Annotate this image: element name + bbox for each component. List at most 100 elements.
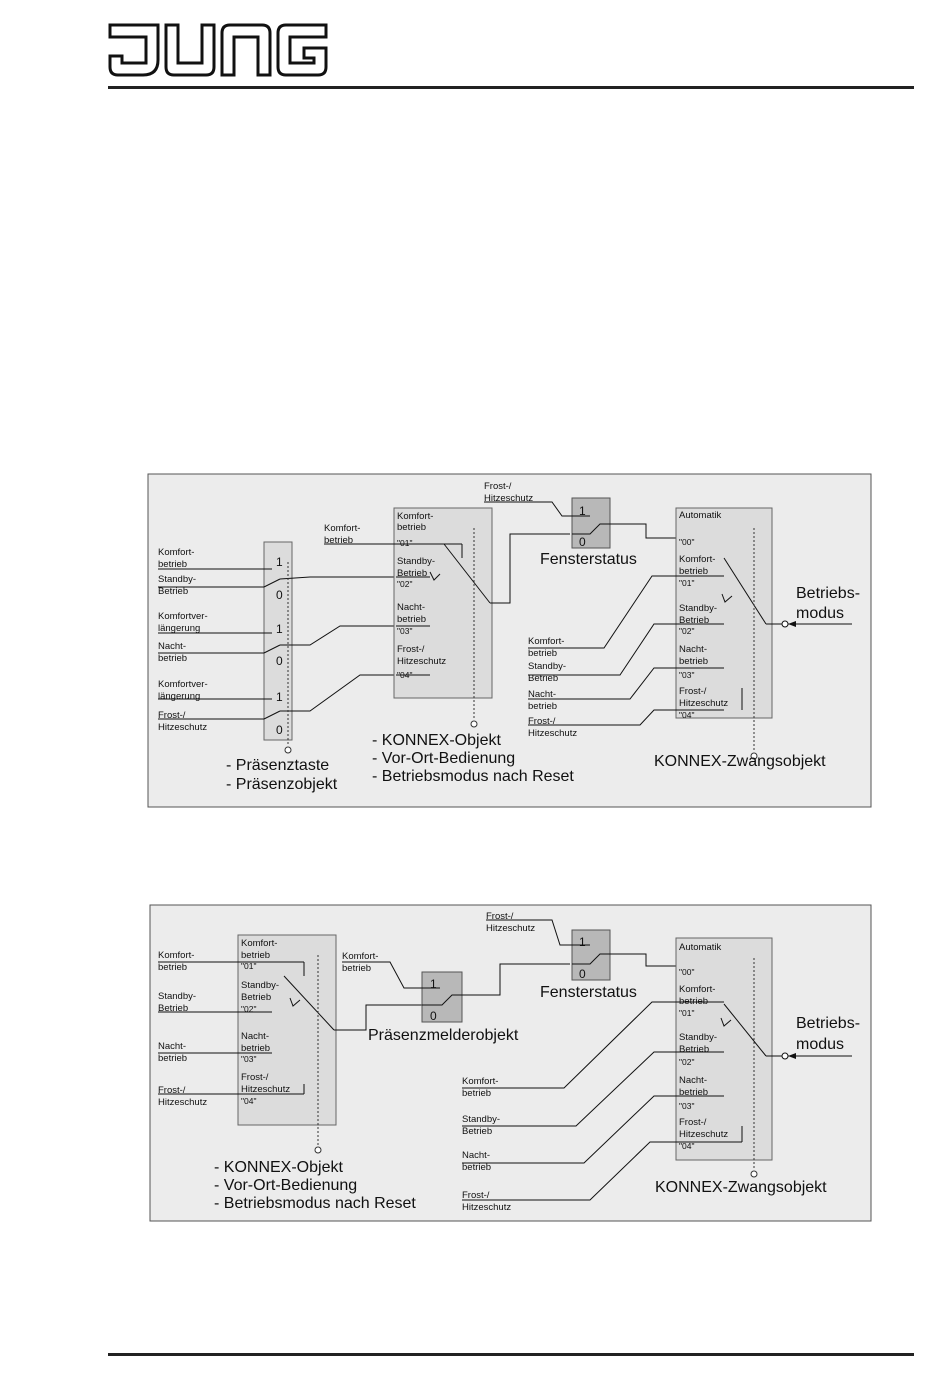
konnex-mode-label: betrieb bbox=[397, 522, 426, 533]
switch-value: 0 bbox=[276, 588, 283, 602]
forced-input-label: betrieb bbox=[462, 1088, 491, 1099]
konnex-caption: - Betriebsmodus nach Reset bbox=[214, 1195, 416, 1212]
forced-input-label: Komfort- bbox=[528, 636, 564, 647]
forced-mode-label: Betrieb bbox=[679, 615, 709, 626]
forced-input-label: Betrieb bbox=[462, 1126, 492, 1137]
forced-mode-label: Betrieb bbox=[679, 1044, 709, 1055]
presence-input-label: Hitzeschutz bbox=[158, 722, 207, 733]
forced-mode-code: "02" bbox=[679, 626, 695, 636]
konnex-mode-code: "02" bbox=[241, 1004, 257, 1014]
presence-value: 1 bbox=[430, 977, 437, 991]
forced-mode-label: betrieb bbox=[679, 656, 708, 667]
output-label: Betriebs- bbox=[796, 585, 860, 602]
window-input-label: Frost-/ bbox=[486, 911, 514, 922]
forced-mode-label: Standby- bbox=[679, 603, 717, 614]
forced-input-label: Betrieb bbox=[528, 673, 558, 684]
presence-button-box bbox=[263, 541, 293, 741]
switch-value: 1 bbox=[276, 690, 283, 704]
presence-input-label: Komfort- bbox=[158, 547, 194, 558]
presence-caption: - Präsenzobjekt bbox=[226, 776, 338, 793]
forced-input-label: betrieb bbox=[528, 701, 557, 712]
window-caption: Fensterstatus bbox=[540, 551, 637, 568]
switch-value: 0 bbox=[276, 654, 283, 668]
forced-mode-label: Frost-/ bbox=[679, 686, 707, 697]
forced-mode-label: betrieb bbox=[679, 1087, 708, 1098]
konnex-input-label: Komfort- bbox=[158, 950, 194, 961]
konnex-input-label: betrieb bbox=[324, 535, 353, 546]
konnex-input-label: betrieb bbox=[158, 962, 187, 973]
switch-value: 0 bbox=[276, 723, 283, 737]
presence-input-label: Komfort- bbox=[342, 951, 378, 962]
window-input-label: Frost-/ bbox=[484, 481, 512, 492]
operating-mode-diagram-1: Komfort- betrieb Standby- Betrieb Komfor… bbox=[147, 473, 872, 808]
konnex-mode-code: "01" bbox=[397, 538, 413, 548]
presence-detector-box bbox=[421, 971, 463, 1023]
konnex-mode-code: "03" bbox=[397, 626, 413, 636]
jung-logo bbox=[108, 23, 328, 77]
forced-mode-code: "00" bbox=[679, 537, 695, 547]
konnex-input-label: Nacht- bbox=[158, 1041, 186, 1052]
forced-input-label: Nacht- bbox=[528, 689, 556, 700]
presence-input-label: betrieb bbox=[342, 963, 371, 974]
konnex-mode-label: Nacht- bbox=[241, 1031, 269, 1042]
konnex-mode-label: betrieb bbox=[397, 614, 426, 625]
forced-mode-code: "01" bbox=[679, 578, 695, 588]
konnex-mode-code: "01" bbox=[241, 961, 257, 971]
forced-mode-code: "01" bbox=[679, 1008, 695, 1018]
konnex-caption: - Betriebsmodus nach Reset bbox=[372, 768, 574, 785]
forced-mode-label: Nacht- bbox=[679, 1075, 707, 1086]
window-value: 1 bbox=[579, 504, 586, 518]
konnex-input-label: Betrieb bbox=[158, 1003, 188, 1014]
konnex-mode-code: "02" bbox=[397, 579, 413, 589]
forced-mode-label: betrieb bbox=[679, 996, 708, 1007]
operating-mode-diagram-2: Komfort- betrieb Standby- Betrieb Nacht-… bbox=[149, 904, 872, 1222]
window-value: 0 bbox=[579, 967, 586, 981]
forced-input-label: Hitzeschutz bbox=[528, 728, 577, 739]
forced-caption: KONNEX-Zwangsobjekt bbox=[654, 753, 826, 770]
forced-mode-label: Hitzeschutz bbox=[679, 1129, 728, 1140]
window-value: 0 bbox=[579, 535, 586, 549]
presence-input-label: betrieb bbox=[158, 653, 187, 664]
forced-input-label: Hitzeschutz bbox=[462, 1202, 511, 1213]
presence-input-label: Standby- bbox=[158, 574, 196, 585]
switch-value: 1 bbox=[276, 622, 283, 636]
window-input-label: Hitzeschutz bbox=[486, 923, 535, 934]
konnex-forced-object-box bbox=[675, 937, 773, 1161]
presence-input-label: Betrieb bbox=[158, 586, 188, 597]
forced-mode-code: "03" bbox=[679, 670, 695, 680]
forced-mode-label: Automatik bbox=[679, 510, 721, 521]
konnex-mode-label: Betrieb bbox=[397, 568, 427, 579]
forced-mode-code: "04" bbox=[679, 710, 695, 720]
konnex-mode-label: Standby- bbox=[397, 556, 435, 567]
forced-mode-label: Standby- bbox=[679, 1032, 717, 1043]
konnex-input-label: betrieb bbox=[158, 1053, 187, 1064]
forced-mode-label: betrieb bbox=[679, 566, 708, 577]
konnex-mode-label: Komfort- bbox=[241, 938, 277, 949]
forced-input-label: Komfort- bbox=[462, 1076, 498, 1087]
forced-input-label: betrieb bbox=[462, 1162, 491, 1173]
konnex-caption: - KONNEX-Objekt bbox=[214, 1159, 343, 1176]
forced-mode-label: Hitzeschutz bbox=[679, 698, 728, 709]
konnex-mode-code: "04" bbox=[241, 1096, 257, 1106]
forced-input-label: Standby- bbox=[462, 1114, 500, 1125]
konnex-input-label: Standby- bbox=[158, 991, 196, 1002]
konnex-input-label: Hitzeschutz bbox=[158, 1097, 207, 1108]
forced-mode-code: "04" bbox=[679, 1141, 695, 1151]
forced-mode-label: Automatik bbox=[679, 942, 721, 953]
forced-input-label: Frost-/ bbox=[462, 1190, 490, 1201]
presence-input-label: Komfortver- bbox=[158, 679, 208, 690]
window-value: 1 bbox=[579, 935, 586, 949]
forced-input-label: Frost-/ bbox=[528, 716, 556, 727]
konnex-input-label: Frost-/ bbox=[158, 1085, 186, 1096]
footer-rule bbox=[108, 1353, 914, 1356]
konnex-caption: - Vor-Ort-Bedienung bbox=[214, 1177, 357, 1194]
forced-caption: KONNEX-Zwangsobjekt bbox=[655, 1179, 827, 1196]
switch-value: 1 bbox=[276, 555, 283, 569]
presence-input-label: Frost-/ bbox=[158, 710, 186, 721]
konnex-forced-object-box bbox=[675, 507, 773, 719]
konnex-mode-label: Hitzeschutz bbox=[241, 1084, 290, 1095]
presence-input-label: Komfortver- bbox=[158, 611, 208, 622]
presence-input-label: Nacht- bbox=[158, 641, 186, 652]
konnex-mode-code: "04" bbox=[397, 670, 413, 680]
header-rule bbox=[108, 86, 914, 89]
